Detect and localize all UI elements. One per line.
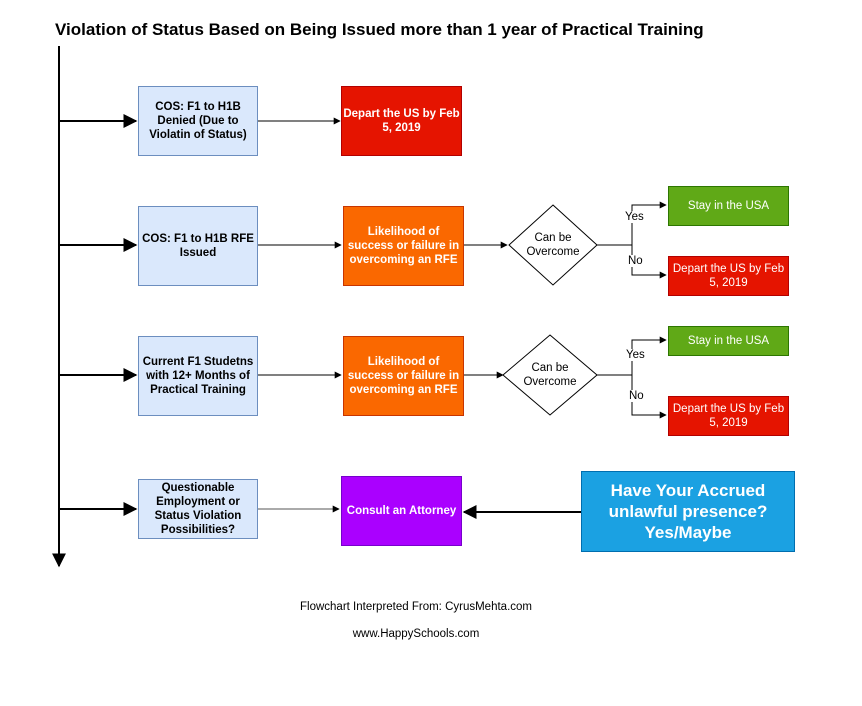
site-credit: www.HappySchools.com	[352, 628, 480, 640]
row2-yes-path	[597, 201, 667, 246]
start-node-rfe-issued: COS: F1 to H1B RFE Issued	[138, 206, 258, 286]
unlawful-presence-prompt-node: Have Your Accrued unlawful presence? Yes…	[581, 471, 795, 552]
decision-diamond-2	[502, 334, 598, 416]
outcome-depart-node: Depart the US by Feb 5, 2019	[668, 396, 789, 436]
decision-label: Can be Overcome	[523, 362, 577, 388]
start-node-cos-denied: COS: F1 to H1B Denied (Due to Violatin o…	[138, 86, 258, 156]
yes-edge-label: Yes	[624, 211, 645, 223]
page-title: Violation of Status Based on Being Issue…	[55, 20, 704, 39]
decision-diamond-1	[508, 204, 598, 286]
yes-edge-label: Yes	[625, 349, 646, 361]
outcome-stay-node: Stay in the USA	[668, 326, 789, 356]
assessment-node: Likelihood of success or failure in over…	[343, 336, 464, 416]
no-edge-label: No	[628, 390, 645, 402]
row3-no-path	[631, 375, 667, 419]
source-credit: Flowchart Interpreted From: CyrusMehta.c…	[300, 601, 532, 613]
no-edge-label: No	[627, 255, 644, 267]
decision-label: Can be Overcome	[526, 232, 580, 258]
start-node-questionable-employment: Questionable Employment or Status Violat…	[138, 479, 258, 539]
outcome-stay-node: Stay in the USA	[668, 186, 789, 226]
assessment-node: Likelihood of success or failure in over…	[343, 206, 464, 286]
outcome-depart-node: Depart the US by Feb 5, 2019	[668, 256, 789, 296]
start-node-current-f1: Current F1 Studetns with 12+ Months of P…	[138, 336, 258, 416]
outcome-depart-node: Depart the US by Feb 5, 2019	[341, 86, 462, 156]
consult-attorney-node: Consult an Attorney	[341, 476, 462, 546]
